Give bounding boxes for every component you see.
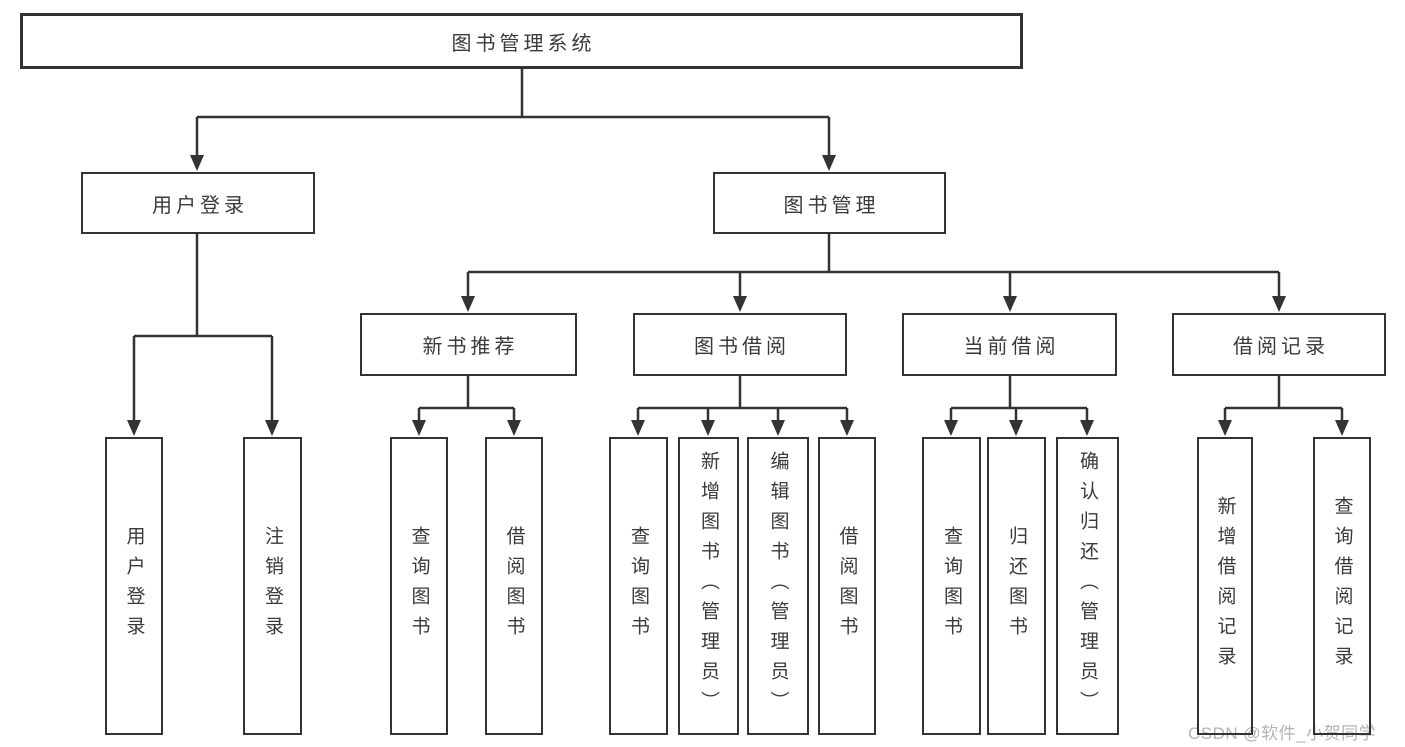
connector-borrow-records — [1223, 376, 1344, 421]
leaf-confirm-return-admin: 确认归还（管理员） — [1056, 437, 1119, 735]
arrow-down-icon — [190, 155, 204, 171]
leaf-label: 注销登录 — [262, 526, 283, 646]
connector-user-login — [132, 234, 274, 421]
arrow-down-icon — [127, 420, 141, 436]
node-label: 图书借阅 — [694, 336, 790, 358]
leaf-borrow-books-recommend: 借阅图书 — [485, 437, 543, 735]
connector-book-management — [466, 234, 1281, 298]
leaf-label: 借阅图书 — [836, 526, 858, 646]
node-label: 借阅记录 — [1233, 336, 1329, 358]
leaf-label: 确认归还（管理员） — [1077, 451, 1098, 721]
arrow-down-icon — [461, 296, 475, 312]
leaf-borrow-books: 借阅图书 — [818, 437, 876, 735]
leaf-label: 借阅图书 — [503, 526, 525, 646]
leaf-query-books-current: 查询图书 — [922, 437, 981, 735]
leaf-label: 用户登录 — [123, 526, 145, 646]
leaf-label: 查询图书 — [628, 526, 649, 646]
leaf-user-login: 用户登录 — [105, 437, 163, 735]
node-library-management-system: 图书管理系统 — [20, 13, 1023, 69]
arrow-down-icon — [944, 420, 958, 436]
arrow-down-icon — [771, 420, 785, 436]
leaf-query-borrow-record: 查询借阅记录 — [1313, 437, 1371, 735]
leaf-query-books-borrow: 查询图书 — [609, 437, 668, 735]
arrow-down-icon — [733, 296, 747, 312]
arrow-down-icon — [412, 420, 426, 436]
arrow-down-icon — [507, 420, 521, 436]
leaf-label: 查询图书 — [941, 526, 962, 646]
connector-book-borrow — [636, 376, 849, 421]
leaf-logout: 注销登录 — [243, 437, 302, 735]
arrow-down-icon — [1218, 420, 1232, 436]
node-borrow-records: 借阅记录 — [1172, 313, 1386, 376]
arrow-down-icon — [1080, 420, 1094, 436]
node-label: 图书管理系统 — [451, 32, 596, 55]
node-book-borrow: 图书借阅 — [633, 313, 847, 376]
connector-root — [195, 68, 831, 156]
arrow-down-icon — [822, 155, 836, 171]
node-label: 图书管理 — [783, 194, 880, 217]
leaf-label: 新增借阅记录 — [1214, 496, 1236, 676]
leaf-add-borrow-record: 新增借阅记录 — [1197, 437, 1253, 735]
leaf-label: 归还图书 — [1006, 526, 1027, 646]
arrow-down-icon — [1003, 296, 1017, 312]
connector-current-borrow — [949, 376, 1089, 421]
arrow-down-icon — [1272, 296, 1286, 312]
node-label: 用户登录 — [152, 194, 248, 217]
node-new-book-recommend: 新书推荐 — [360, 313, 577, 376]
node-current-borrow: 当前借阅 — [902, 313, 1117, 376]
node-user-login: 用户登录 — [81, 172, 315, 234]
node-label: 当前借阅 — [963, 336, 1060, 358]
leaf-label: 查询图书 — [408, 526, 430, 646]
arrow-down-icon — [701, 420, 715, 436]
arrow-down-icon — [1335, 420, 1349, 436]
leaf-edit-books-admin: 编辑图书（管理员） — [747, 437, 809, 735]
arrow-down-icon — [840, 420, 854, 436]
arrow-down-icon — [265, 420, 279, 436]
leaf-return-books: 归还图书 — [987, 437, 1046, 735]
leaf-label: 查询借阅记录 — [1331, 496, 1353, 676]
leaf-add-books-admin: 新增图书（管理员） — [678, 437, 739, 735]
leaf-query-books-recommend: 查询图书 — [390, 437, 448, 735]
connector-new-book — [417, 376, 516, 421]
node-label: 新书推荐 — [422, 336, 519, 358]
leaf-label: 编辑图书（管理员） — [767, 451, 789, 721]
leaf-label: 新增图书（管理员） — [698, 451, 719, 721]
node-book-management: 图书管理 — [713, 172, 946, 234]
watermark: CSDN @软件_小贺同学 — [1188, 724, 1377, 743]
arrow-down-icon — [631, 420, 645, 436]
arrow-down-icon — [1009, 420, 1023, 436]
